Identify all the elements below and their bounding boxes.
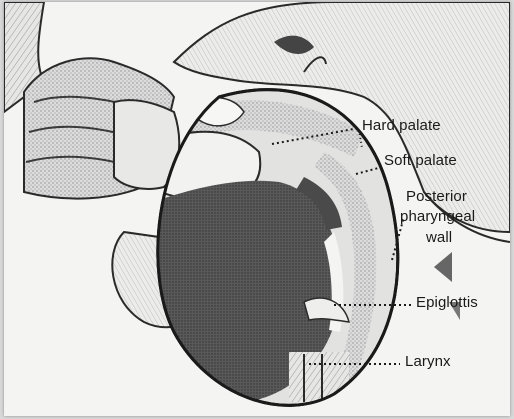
oral-cavity-cross-section (154, 90, 398, 406)
feeding-bottle (4, 2, 179, 199)
label-epiglottis: Epiglottis (416, 294, 478, 311)
diagram-plate: Hard palate Soft palate Posterior pharyn… (4, 2, 510, 416)
cartilage-mark (434, 252, 452, 282)
label-posterior-line-1: Posterior (406, 188, 467, 205)
label-soft-palate: Soft palate (384, 152, 457, 169)
label-posterior-line-3: wall (426, 229, 452, 246)
label-larynx: Larynx (405, 353, 451, 370)
label-hard-palate: Hard palate (362, 117, 441, 134)
label-posterior-line-2: pharyngeal (400, 208, 475, 225)
larynx-structure (289, 352, 349, 402)
